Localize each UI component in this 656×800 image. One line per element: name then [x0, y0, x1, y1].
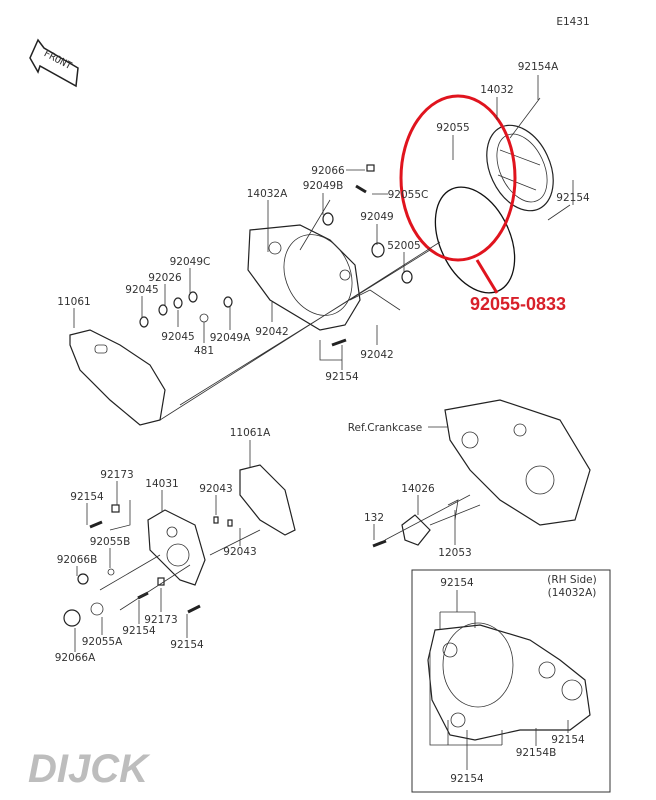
rh-side-inset: [411, 569, 611, 793]
cover-14026-part: [401, 514, 431, 546]
label-92049B[interactable]: 92049B: [303, 180, 344, 192]
watermark-logo: DIJCK: [28, 747, 151, 791]
label-52005[interactable]: 52005: [387, 240, 420, 252]
label-92066B[interactable]: 92066B: [57, 554, 98, 566]
label-92055B[interactable]: 92055B: [90, 536, 131, 548]
label-92043[interactable]: 92043: [223, 546, 256, 558]
label-92154[interactable]: 92154: [325, 371, 359, 383]
gasket-92055-part: [434, 186, 516, 294]
label-92049C[interactable]: 92049C: [170, 256, 211, 268]
label-92066[interactable]: 92066: [311, 165, 345, 177]
highlight-circle: [399, 94, 517, 262]
label-92154[interactable]: 92154: [450, 773, 484, 785]
front-arrow-icon: FRONT: [29, 38, 79, 88]
inset-title: (RH Side): [547, 574, 596, 586]
label-92055[interactable]: 92055: [436, 122, 469, 134]
gasket-11061A-part: [239, 464, 296, 536]
label-11061[interactable]: 11061: [57, 296, 90, 308]
label-92045[interactable]: 92045: [125, 284, 158, 296]
label-14026[interactable]: 14026: [401, 483, 435, 495]
label-92154A[interactable]: 92154A: [518, 61, 559, 73]
seals-and-washers: [139, 164, 413, 347]
label-92043[interactable]: 92043: [199, 483, 232, 495]
label-14031[interactable]: 14031: [145, 478, 178, 490]
label-92042[interactable]: 92042: [255, 326, 288, 338]
label-92042[interactable]: 92042: [360, 349, 393, 361]
label-92154[interactable]: 92154: [170, 639, 204, 651]
inset-subtitle: (14032A): [548, 587, 597, 599]
label-14032A[interactable]: 14032A: [247, 188, 288, 200]
label-11061A[interactable]: 11061A: [230, 427, 271, 439]
label-92173[interactable]: 92173: [100, 469, 133, 481]
label-92154[interactable]: 92154: [551, 734, 585, 746]
label-92154[interactable]: 92154: [122, 625, 156, 637]
reference-crankcase: Ref.Crankcase: [348, 422, 423, 434]
label-92045[interactable]: 92045: [161, 331, 194, 343]
label-92055C[interactable]: 92055C: [388, 189, 429, 201]
label-132[interactable]: 132: [364, 512, 384, 524]
label-92026[interactable]: 92026: [148, 272, 182, 284]
diagram-code: E1431: [556, 16, 589, 28]
label-92154[interactable]: 92154: [440, 577, 474, 589]
label-92173[interactable]: 92173: [144, 614, 177, 626]
label-92049A[interactable]: 92049A: [210, 332, 251, 344]
label-12053[interactable]: 12053: [438, 547, 471, 559]
label-92066A[interactable]: 92066A: [55, 652, 96, 664]
label-14032[interactable]: 14032: [480, 84, 513, 96]
label-481[interactable]: 481: [194, 345, 214, 357]
crankcase-cover-part: [247, 224, 361, 331]
crankcase-part: [444, 399, 591, 526]
label-92154B[interactable]: 92154B: [516, 747, 557, 759]
label-92055A[interactable]: 92055A: [82, 636, 123, 648]
gasket-11061-part: [69, 329, 166, 426]
highlight-part-number: 92055-0833: [470, 294, 566, 314]
label-92154[interactable]: 92154: [70, 491, 104, 503]
part-labels: 92154A 14032 92055 92154 92066 92049B 92…: [55, 61, 597, 785]
rh-side-cover-part: [427, 622, 591, 741]
magneto-cover-part: [147, 509, 206, 586]
part-12053: [447, 499, 459, 521]
label-92154[interactable]: 92154: [556, 192, 590, 204]
label-92049[interactable]: 92049: [360, 211, 393, 223]
